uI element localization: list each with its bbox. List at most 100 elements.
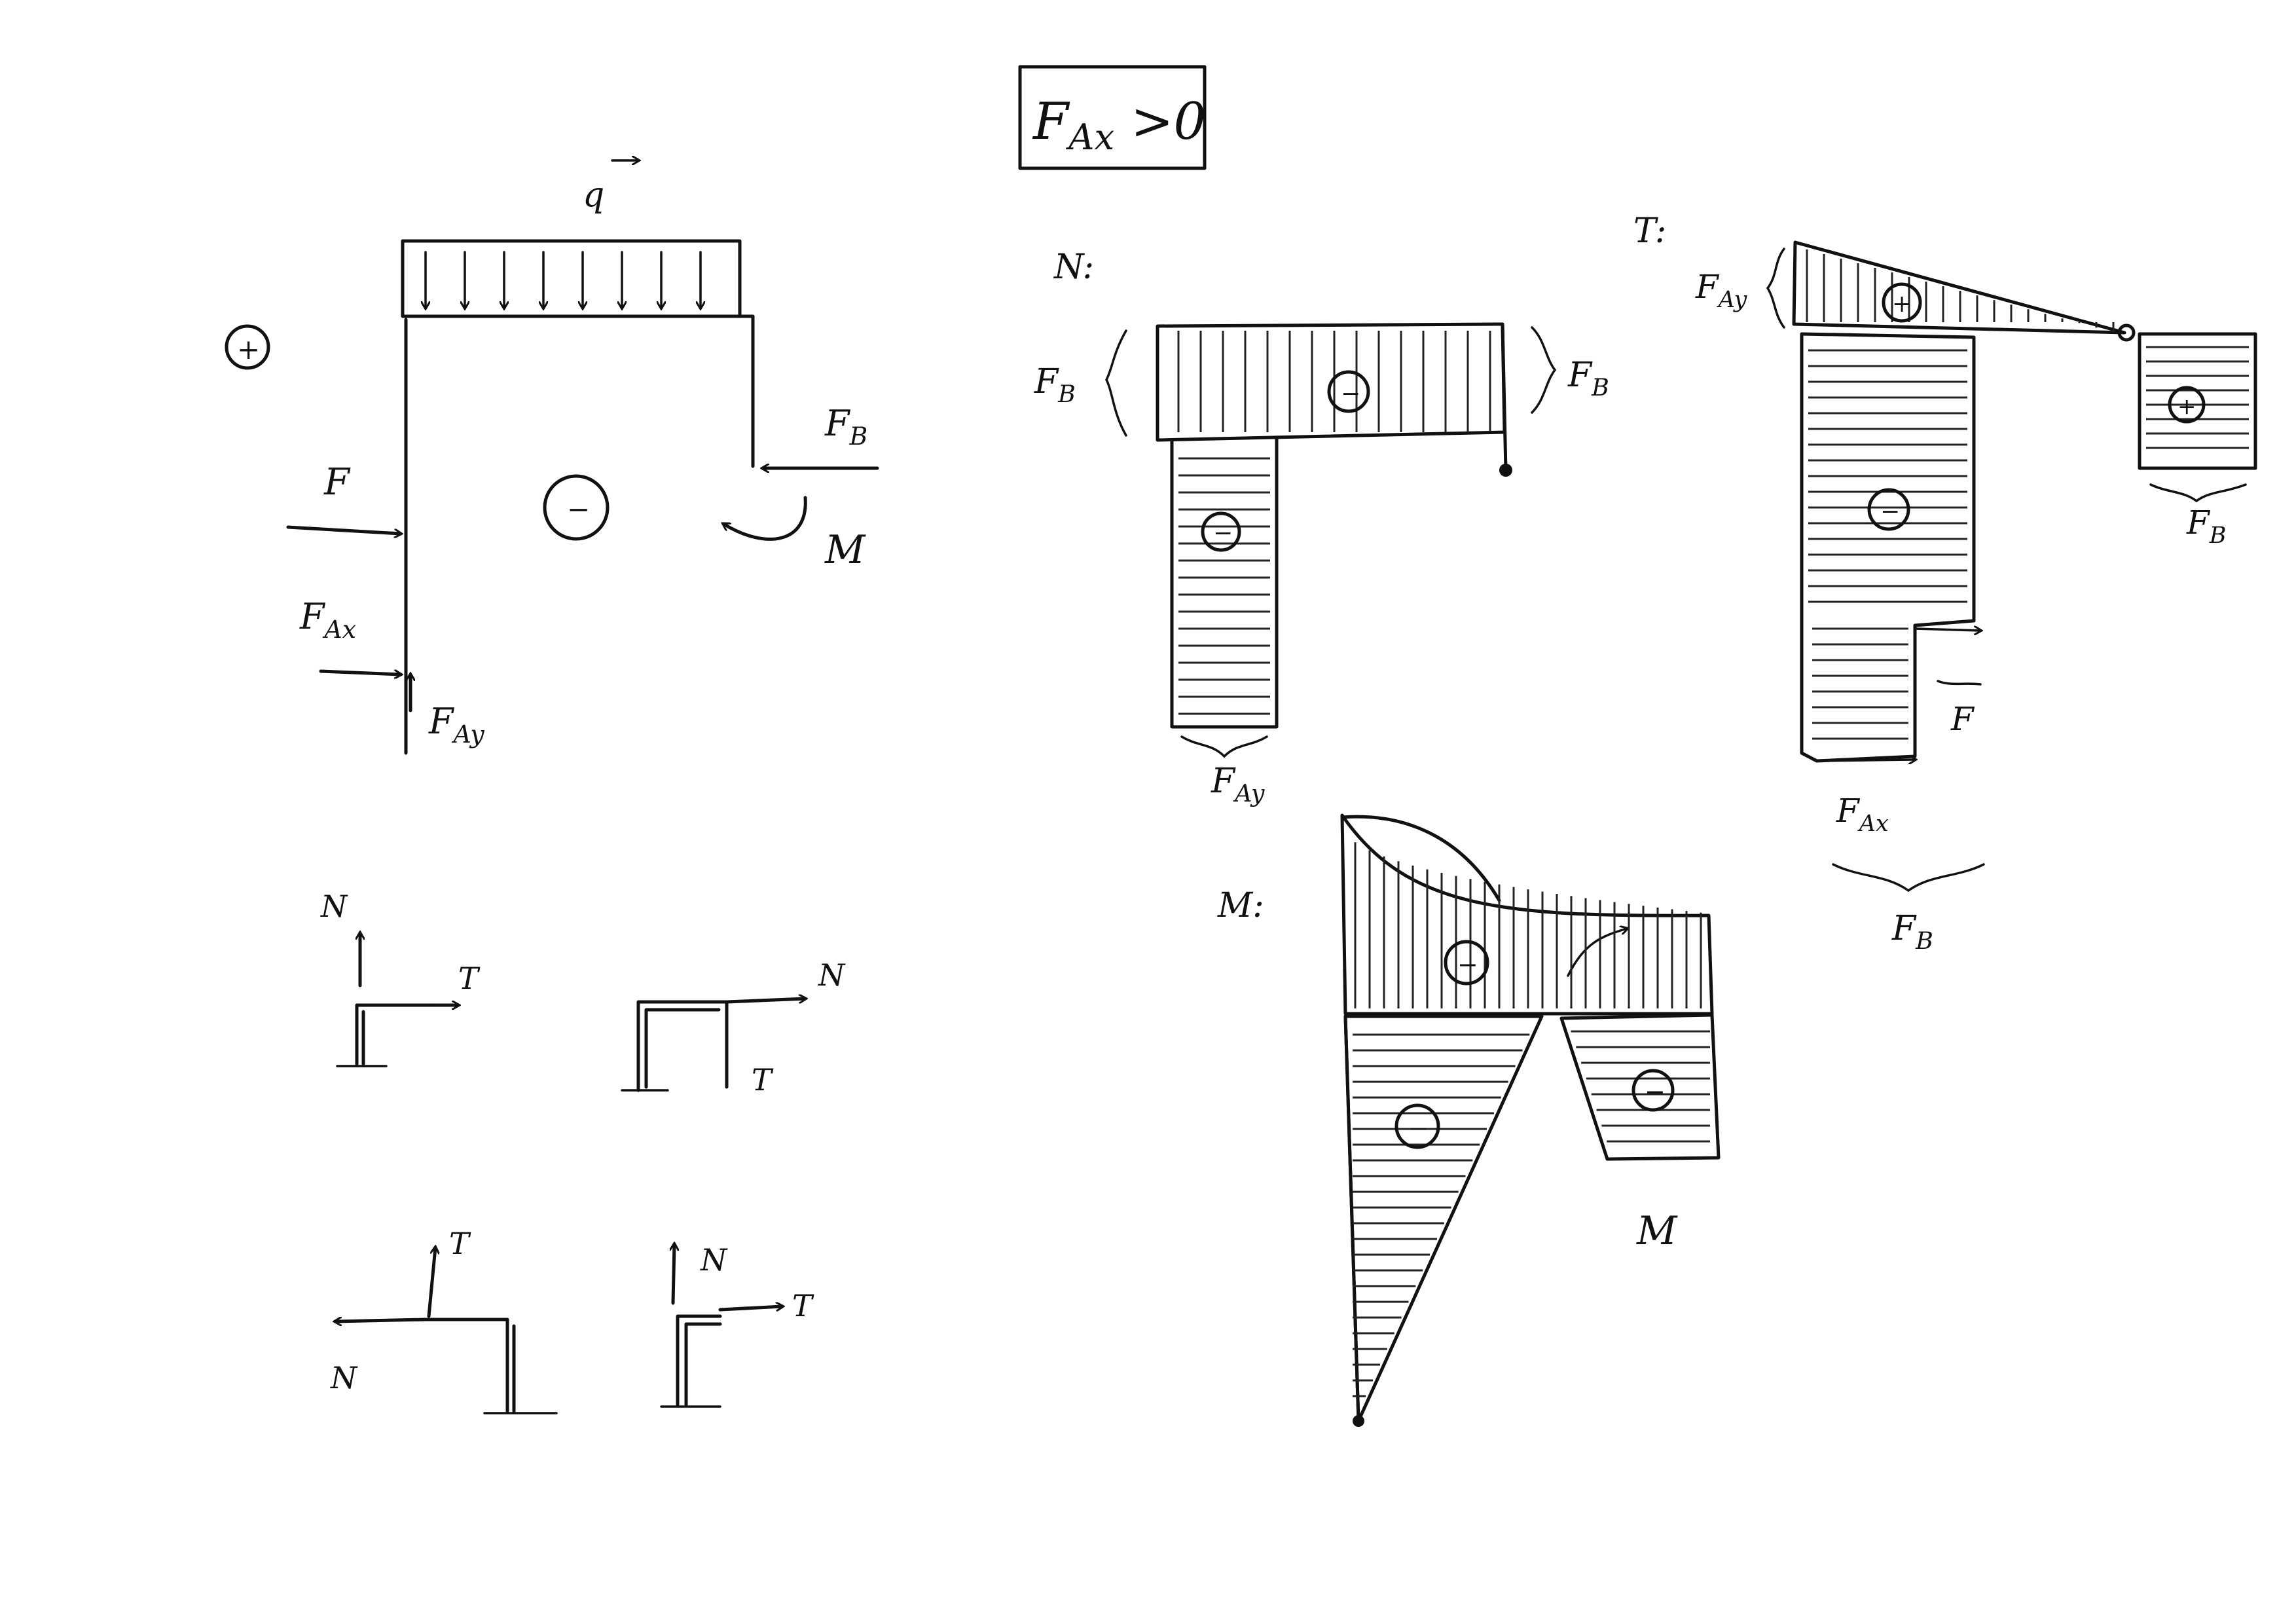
normal-force-diagram: N: − − FB FB FAy bbox=[1034, 248, 1609, 807]
n-brace-right bbox=[1531, 326, 1557, 414]
m-sign-1: − bbox=[1457, 950, 1478, 979]
t-diagram-title: T: bbox=[1633, 212, 1666, 251]
m-sign-3: − bbox=[1645, 1077, 1666, 1106]
condition-frame bbox=[1018, 65, 1207, 170]
conv4-n-arrow bbox=[673, 1244, 674, 1305]
t-f-arrow bbox=[1914, 629, 1980, 631]
n-fb-label-left: FB bbox=[1034, 362, 1076, 408]
t-sign-circle-plus-2 bbox=[2168, 386, 2206, 424]
conv2-n-label: N bbox=[818, 957, 846, 993]
t-fax-arrow bbox=[1819, 760, 1915, 761]
load-label: q bbox=[583, 175, 604, 215]
structure: q + − FB F FAx FAy M bbox=[225, 160, 879, 755]
t-hatch bbox=[1806, 249, 2249, 740]
conv3-n-label: N bbox=[330, 1360, 358, 1395]
n-column-area bbox=[1170, 435, 1279, 729]
n-fay-label: FAy bbox=[1211, 762, 1265, 807]
t-fb-label-right: FB bbox=[2186, 504, 2226, 549]
t-f-label: F bbox=[1950, 700, 1975, 738]
sign-convention-1: N T bbox=[320, 889, 481, 1067]
sign-convention-4: N T bbox=[660, 1242, 814, 1408]
moment-arrow bbox=[723, 496, 807, 541]
t-sign-minus: − bbox=[1880, 498, 1900, 525]
t-brace-f bbox=[1937, 680, 1982, 686]
t-brace-bottom bbox=[1832, 863, 1985, 893]
t-sign-plus-2: + bbox=[2178, 394, 2196, 420]
t-right-area bbox=[2138, 332, 2257, 470]
t-fay-label: FAy bbox=[1695, 268, 1748, 313]
top-beam-right-column bbox=[404, 314, 755, 468]
n-diagram-title: N: bbox=[1053, 248, 1094, 287]
force-ax-arrow bbox=[319, 669, 401, 674]
m-left-edge bbox=[1343, 1014, 1360, 1422]
conv1-n-label: N bbox=[320, 889, 348, 924]
m-label: M bbox=[1636, 1208, 1678, 1254]
n-hatch bbox=[1177, 331, 1491, 715]
t-node bbox=[2117, 323, 2136, 342]
n-end-line bbox=[1501, 322, 1508, 472]
m-diagram-title: M: bbox=[1217, 886, 1264, 925]
condition-box: FAx >0 bbox=[1018, 65, 1207, 170]
shear-force-diagram: T: + + − FAy FB F FAx FB bbox=[1633, 212, 2257, 955]
sign-convention-2: N T bbox=[621, 957, 846, 1098]
t-fb-label-bottom: FB bbox=[1891, 909, 1933, 955]
n-end-dot bbox=[1499, 464, 1512, 477]
moment-label: M bbox=[824, 527, 866, 573]
n-brace-bottom bbox=[1180, 735, 1268, 758]
m-sign-2: − bbox=[1408, 1114, 1429, 1143]
t-brace-fay bbox=[1766, 248, 1785, 329]
minus-sign: − bbox=[567, 493, 590, 525]
force-b-label: FB bbox=[824, 403, 867, 451]
plus-sign-circle bbox=[225, 324, 270, 370]
m-sign-circle-3 bbox=[1631, 1069, 1675, 1112]
t-sign-circle-plus bbox=[1882, 282, 1922, 323]
n-sign-2: − bbox=[1213, 520, 1233, 547]
conv3-n-arrow bbox=[335, 1320, 428, 1321]
n-sign-1: − bbox=[1341, 380, 1360, 407]
t-sign-circle-minus bbox=[1867, 488, 1910, 531]
conv2-inner bbox=[644, 1008, 721, 1089]
conv2-frame bbox=[636, 1000, 729, 1092]
n-fb-label-right: FB bbox=[1567, 356, 1609, 401]
m-left-triangle bbox=[1343, 1014, 1544, 1423]
load-box bbox=[401, 239, 742, 318]
conv1-frame bbox=[355, 1003, 434, 1066]
m-sign-circle-1 bbox=[1444, 940, 1489, 986]
conv4-inner bbox=[684, 1322, 722, 1407]
conv4-frame bbox=[676, 1314, 722, 1407]
condition-text: FAx >0 bbox=[1032, 92, 1206, 158]
t-fax-label: FAx bbox=[1836, 792, 1889, 837]
conv3-t-arrow bbox=[427, 1247, 435, 1318]
conv4-n-label: N bbox=[700, 1242, 728, 1278]
distributed-load: q bbox=[401, 160, 742, 318]
load-arrows bbox=[426, 251, 701, 308]
m-sign-circle-2 bbox=[1394, 1103, 1440, 1149]
t-sign-plus: + bbox=[1892, 291, 1912, 318]
conv2-t-label: T bbox=[752, 1062, 774, 1098]
plus-sign: + bbox=[237, 333, 260, 365]
t-brace-fb bbox=[2149, 483, 2247, 503]
force-ax-label: FAx bbox=[299, 596, 356, 644]
sign-convention-3: T N bbox=[330, 1226, 558, 1414]
m-curve-arrow bbox=[1567, 929, 1627, 977]
conv3-t-label: T bbox=[449, 1226, 471, 1261]
force-f-arrow bbox=[286, 525, 401, 534]
m-right-area bbox=[1559, 1013, 1721, 1161]
conv3-frame bbox=[424, 1318, 509, 1413]
n-sign-circle-1 bbox=[1327, 370, 1370, 413]
m-top-curve bbox=[1340, 815, 1501, 902]
m-top-area bbox=[1340, 813, 1714, 1016]
force-f-label: F bbox=[323, 461, 351, 504]
conv1-t-label: T bbox=[458, 961, 481, 996]
conv4-t-label: T bbox=[792, 1288, 814, 1323]
t-column-area bbox=[1800, 332, 1976, 763]
t-triangle-area bbox=[1792, 240, 2126, 335]
m-tip-dot bbox=[1353, 1415, 1364, 1427]
minus-sign-circle bbox=[543, 474, 610, 541]
conv4-t-arrow bbox=[718, 1306, 782, 1310]
force-ay-label: FAy bbox=[428, 701, 484, 748]
bending-moment-diagram: M: − − − M bbox=[1217, 813, 1721, 1427]
n-sign-circle-2 bbox=[1201, 511, 1241, 552]
